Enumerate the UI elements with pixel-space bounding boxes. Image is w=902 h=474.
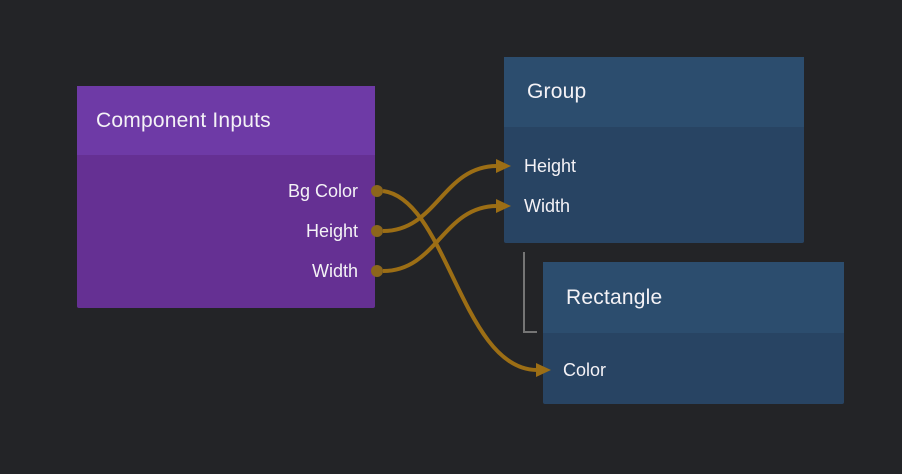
output-port-bg-color[interactable]: Bg Color	[77, 171, 375, 211]
node-group-body: Height Width	[504, 127, 804, 226]
wire-height-to-height[interactable]	[382, 164, 498, 233]
node-title: Component Inputs	[96, 108, 271, 132]
port-label: Color	[563, 359, 607, 380]
node-component-inputs-title-bar[interactable]: Component Inputs	[77, 86, 375, 155]
node-group-title-bar[interactable]: Group	[504, 57, 804, 127]
port-label: Height	[524, 155, 577, 176]
node-rectangle[interactable]: Rectangle Color	[543, 262, 844, 404]
node-rectangle-title-bar[interactable]: Rectangle	[543, 262, 844, 333]
input-port-height[interactable]: Height	[504, 146, 804, 186]
hierarchy-line-group-rectangle	[523, 252, 537, 333]
port-label: Bg Color	[287, 180, 358, 201]
input-port-width[interactable]: Width	[504, 186, 804, 226]
node-title: Group	[527, 80, 587, 103]
node-rectangle-body: Color	[543, 333, 844, 390]
input-port-color[interactable]: Color	[543, 350, 844, 390]
node-title: Rectangle	[566, 285, 663, 309]
node-group[interactable]: Group Height Width	[504, 57, 804, 243]
port-label: Height	[305, 220, 358, 241]
port-label: Width	[524, 195, 571, 216]
port-label: Width	[311, 260, 358, 281]
wire-width-to-width[interactable]	[382, 204, 498, 273]
output-port-height[interactable]: Height	[77, 211, 375, 251]
output-port-width[interactable]: Width	[77, 251, 375, 291]
node-component-inputs[interactable]: Component Inputs Bg Color Height Width	[77, 86, 375, 308]
node-component-inputs-body: Bg Color Height Width	[77, 155, 375, 291]
